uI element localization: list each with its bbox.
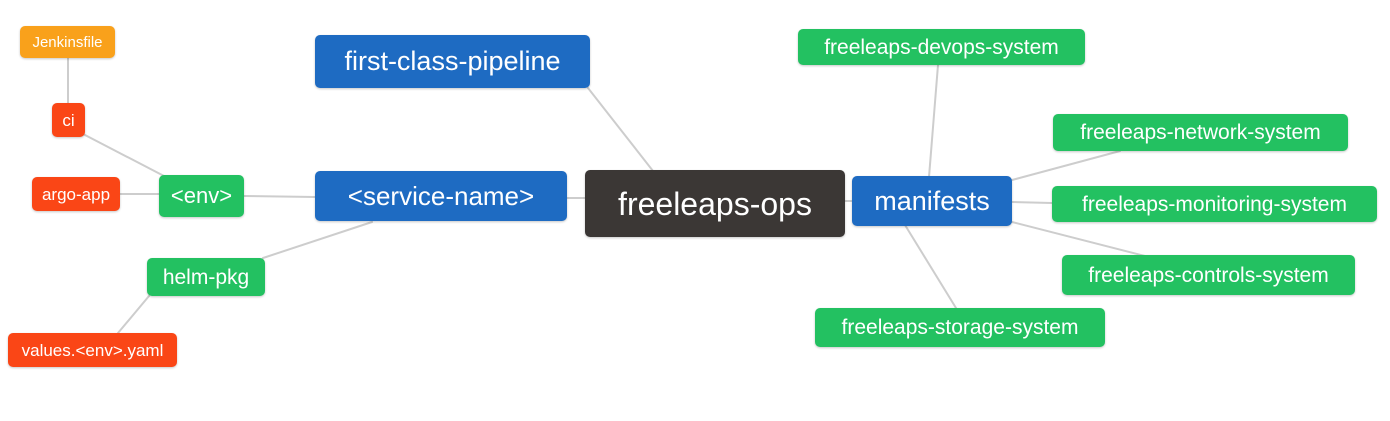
edge-freeleaps-devops-system-to-manifests <box>928 64 939 178</box>
node-freeleaps-monitoring-system[interactable]: freeleaps-monitoring-system <box>1052 186 1377 222</box>
node-freeleaps-network-system[interactable]: freeleaps-network-system <box>1053 114 1348 151</box>
edge-manifests-to-freeleaps-controls-system <box>1011 221 1146 257</box>
node-jenkinsfile[interactable]: Jenkinsfile <box>20 26 115 58</box>
edge-service-name-to-helm-pkg <box>262 221 373 259</box>
node-first-class-pipeline[interactable]: first-class-pipeline <box>315 35 590 88</box>
edge-ci-to-env <box>84 134 165 177</box>
edge-helm-pkg-to-values-env-yaml <box>117 295 150 334</box>
node-argo-app[interactable]: argo-app <box>32 177 120 211</box>
node-freeleaps-devops-system[interactable]: freeleaps-devops-system <box>798 29 1085 65</box>
node-service-name[interactable]: <service-name> <box>315 171 567 221</box>
node-freeleaps-controls-system[interactable]: freeleaps-controls-system <box>1062 255 1355 295</box>
edge-manifests-to-freeleaps-network-system <box>1011 150 1121 181</box>
node-freeleaps-storage-system[interactable]: freeleaps-storage-system <box>815 308 1105 347</box>
node-values-env-yaml[interactable]: values.<env>.yaml <box>8 333 177 367</box>
edge-first-class-pipeline-to-freeleaps-ops <box>587 87 654 172</box>
node-manifests[interactable]: manifests <box>852 176 1012 226</box>
node-env[interactable]: <env> <box>159 175 244 217</box>
edge-manifests-to-freeleaps-monitoring-system <box>1011 201 1053 204</box>
edge-env-to-service-name <box>243 195 316 198</box>
node-freeleaps-ops[interactable]: freeleaps-ops <box>585 170 845 237</box>
node-ci[interactable]: ci <box>52 103 85 137</box>
node-helm-pkg[interactable]: helm-pkg <box>147 258 265 296</box>
edge-manifests-to-freeleaps-storage-system <box>904 224 957 309</box>
